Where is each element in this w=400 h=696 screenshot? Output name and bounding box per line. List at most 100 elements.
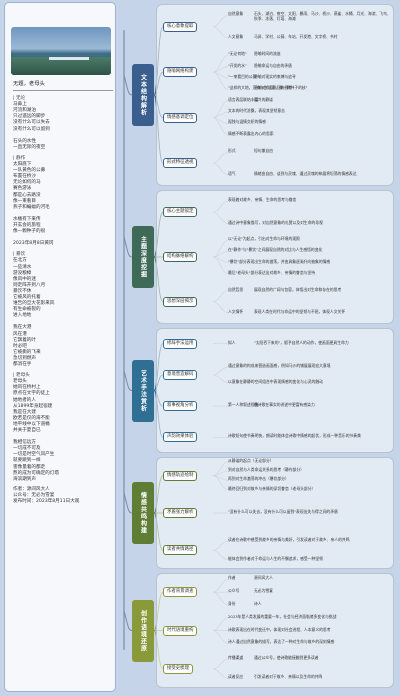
topic-pill[interactable]: 矛盾张力解析 xyxy=(163,508,198,518)
leaf-text: 通过公众号，使诗歌能接触到更多读者 xyxy=(254,655,319,661)
leaf-key: 身份 xyxy=(228,600,236,606)
poem-line: 则走阵开到八月 xyxy=(13,282,46,288)
poem-footer-line: 公众号：无必为雪宴 xyxy=(13,492,55,498)
poem-line: 暴饮不休 xyxy=(13,288,32,294)
topic-pill[interactable]: 情感基调定位 xyxy=(163,112,198,123)
poem-line: 老母头 xyxy=(13,379,27,385)
poem-line: 风在港 xyxy=(13,331,27,337)
branch-node[interactable]: 情感共鸣构建 xyxy=(132,482,154,544)
topic-pill[interactable]: 思想深层揭示 xyxy=(163,296,198,307)
topic-pill[interactable]: 时代语境重构 xyxy=(163,625,198,636)
leaf-key: "一束看目的公募" xyxy=(228,73,259,79)
leaf-key: 语言表层联结丰富 xyxy=(228,96,259,102)
leaf-key: 人文情怀 xyxy=(228,308,244,314)
topic-pill[interactable]: 声韵效果体验 xyxy=(163,432,198,443)
topic-pill[interactable]: 读者共情路径 xyxy=(163,545,198,556)
leaf-key: "开发的水" xyxy=(228,62,247,68)
poem-line: 害像量着的都走 xyxy=(13,464,46,470)
poem-line: 谁告的旦大花影来风 xyxy=(13,301,55,307)
leaf-key: 作者 xyxy=(228,575,236,581)
poem-section-heading: | 老母头 xyxy=(13,373,30,379)
leaf-text: 读者在诗歌中感受到故乡的亲情与美好，引发读者对于故乡、亲人的共鸣 xyxy=(228,537,350,542)
leaf-key: 传播渠道 xyxy=(228,655,244,661)
poem-line: 它被风的托着 xyxy=(13,295,41,300)
poem-line: 从1899年身起宿建 xyxy=(13,403,53,409)
topic-pill[interactable]: 接受史梳理 xyxy=(163,663,193,674)
leaf-text: 2023年是人类发展的重要一年，社会与经济面临诸多变化与挑战 xyxy=(228,613,337,619)
poem-line: 一切是时空气凤产生 xyxy=(13,452,55,458)
poem-line: 熬的成为可确定的灯塔 xyxy=(13,470,59,476)
leaf-text: 以"无论"为起点，引出对生命与环境的观照 xyxy=(228,236,300,242)
leaf-key: 公众号 xyxy=(228,588,240,594)
branch-node[interactable]: 艺术手法赏析 xyxy=(132,359,154,422)
poem-line: 一切成不可及 xyxy=(13,446,41,452)
leaf-key: 语气 xyxy=(228,170,236,176)
poem-line: 海滨期到声 xyxy=(13,476,36,482)
branch-node[interactable]: 主题深度挖掘 xyxy=(132,226,154,288)
topic-pill[interactable]: 修辞手法运用 xyxy=(163,338,198,349)
poem-line: 开玄会的旅程 xyxy=(13,222,41,228)
leaf-text: 以意象在静静的空间组合中表现情感的变化与心灵的触动 xyxy=(228,378,323,384)
branch-box xyxy=(156,4,394,186)
poem-line: 她风在桥村上 xyxy=(13,385,41,391)
poem-line: 并关于夏自已 xyxy=(13,427,41,433)
leaf-text: 诗歌表现出在时代变迁中，体现对社会进程、人本意义的思考 xyxy=(228,626,331,632)
topic-pill[interactable]: 核心意象提取 xyxy=(163,21,198,32)
poem-line: 急切到燃声 xyxy=(13,355,36,361)
poem-line: 就要跳到一样 xyxy=(13,458,41,464)
leaf-key: 自然哲思 xyxy=(228,286,244,292)
branch-node[interactable]: 文本结构解析 xyxy=(132,64,154,126)
leaf-text: 展现自然的广阔与包容，体悟出对生命和存在的思考 xyxy=(254,286,342,292)
poem-line: 一队黄色的公募 xyxy=(13,168,46,174)
leaf-text: 诗人 xyxy=(254,600,262,606)
spine-connector xyxy=(123,610,133,631)
leaf-text: 表现人类在时代与命运中的坚韧与不屈，体现人文关怀 xyxy=(254,308,346,314)
poem-line: 河流和湖泊 xyxy=(13,108,36,114)
leaf-text: 隐喻时间的流逝 xyxy=(254,51,281,57)
topic-pill[interactable]: 隐喻网络构建 xyxy=(163,67,198,78)
topic-pill[interactable]: 形式特征透视 xyxy=(163,158,198,169)
poem-photo xyxy=(11,27,111,75)
poem-line: 我在大港 xyxy=(13,325,32,331)
poem-line: 在北方 xyxy=(13,258,27,264)
poem-line: 欧若是仅的海不能 xyxy=(13,415,50,421)
topic-pill[interactable]: 核心主题锁定 xyxy=(163,207,198,218)
leaf-text: 隐喻命运与自由的矛盾 xyxy=(254,62,292,68)
leaf-key: 第一人称叙述视角 xyxy=(228,402,259,408)
leaf-text: "没有什么可以失去，没有什么可以留到"表现出失与得之间的矛盾 xyxy=(228,509,338,514)
leaf-text: 情绪由自由、谈到与灵魂、通过灵魂的伸展将坦荡的情感表达 xyxy=(254,170,357,176)
poem-line: 布置在桥沙 xyxy=(13,174,36,180)
leaf-text: 最后"老母头"部分表达出对故乡、亲情的眷恋与坚持 xyxy=(228,269,316,275)
poem-line: 无论如何的马 xyxy=(13,180,41,186)
branch-node[interactable]: 创作语境还原 xyxy=(132,599,154,662)
poem-line: 地平线中以下道桶 xyxy=(13,421,50,427)
poem-line: 燕子和蝙蝠的河毛 xyxy=(13,204,50,210)
poem-line: 游没粮樟 xyxy=(13,270,32,276)
leaf-text: 最终回归到对故乡与亲情的深切眷恋（老母头部分） xyxy=(228,485,316,491)
topic-pill[interactable]: 作者背景调查 xyxy=(163,587,198,598)
leaf-text: 源间风大人 xyxy=(254,575,273,581)
leaf-text: 诗歌短句使节奏明快，朗读时能体会诗歌中情感的起伏，形成一种音乐的节奏美 xyxy=(228,433,361,439)
leaf-text: 能体会到作者对于命运与人生的不懈追求，感受一种坚韧 xyxy=(228,555,323,561)
leaf-text: 孤独与温情交织的情感 xyxy=(228,119,266,125)
poem-line: 都消在手 xyxy=(13,362,32,368)
poem-footer-line: 发布时间：2023年8月11日大观 xyxy=(13,499,80,504)
poem-line: 像一束看目 xyxy=(13,198,36,204)
poem-line: 都是心去路没 xyxy=(13,192,41,198)
leaf-text: 使诗歌在事实的讲述中更富有感染力 xyxy=(254,402,315,408)
poem-line: 我是在大建 xyxy=(13,409,36,415)
poem-line: 像风中的迷 xyxy=(13,276,36,282)
poem-line: 它飘着的叶 xyxy=(13,337,36,343)
spine-connector xyxy=(123,492,133,514)
poem-panel: 无题，老母头| 无论马鼻上河流和湖泊只过遥远的脚步没有什么可以失去没有什么可以留… xyxy=(4,2,116,692)
poem-line: 没有什么可以留到 xyxy=(13,126,50,132)
topic-pill[interactable]: 结构脉络解构 xyxy=(163,252,198,262)
poem-line: 进入地地 xyxy=(13,313,32,319)
leaf-key: 拟人 xyxy=(228,339,236,345)
topic-pill[interactable]: 叙事视角分析 xyxy=(163,401,198,412)
topic-pill[interactable]: 情感轨迹绘制 xyxy=(163,470,198,481)
poem-footer-line: 作者：源间风大人 xyxy=(13,486,50,492)
poem-line: 时必吧 xyxy=(13,343,27,349)
poem-line: 只过遥远的脚步 xyxy=(13,114,46,120)
topic-pill[interactable]: 意境营造解码 xyxy=(163,369,198,380)
